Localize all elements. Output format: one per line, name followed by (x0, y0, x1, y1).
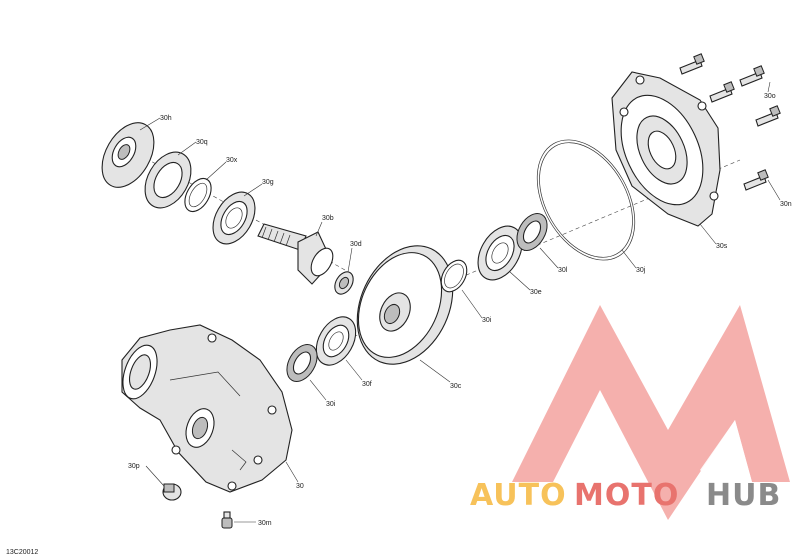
part-30q-ring (144, 151, 192, 209)
automotohub-logo-icon (512, 305, 790, 520)
label-30c: 30c (450, 383, 462, 390)
label-30f: 30f (362, 381, 372, 388)
label-30q: 30q (196, 139, 208, 146)
part-30m-fitting (221, 511, 233, 529)
part-30n-bolt (743, 169, 769, 191)
part-30j-large-oring (536, 139, 636, 261)
part-30i-seal-bottom (286, 344, 318, 382)
label-30g: 30g (262, 179, 274, 186)
label-30d: 30d (350, 241, 362, 248)
automotohub-wordmark: AUTO MOTO HUB (470, 478, 781, 513)
part-30i-oring-top (440, 259, 468, 293)
label-30b: 30b (322, 215, 334, 222)
leader-lines (139, 81, 781, 523)
part-30p-plug (162, 483, 182, 501)
wordmark-moto: MOTO (574, 478, 679, 513)
label-30p: 30p (128, 463, 140, 470)
label-30l: 30l (558, 267, 568, 274)
label-30n: 30n (780, 201, 792, 208)
part-30h-seal (101, 122, 155, 188)
part-30d-spacer (334, 271, 354, 295)
label-30s: 30s (716, 243, 728, 250)
wordmark-hub: HUB (706, 478, 781, 513)
part-30c-ring-gear (356, 245, 454, 365)
label-30: 30 (296, 483, 304, 490)
label-30e: 30e (530, 289, 542, 296)
label-30m: 30m (258, 520, 272, 527)
part-30f-bearing (315, 316, 357, 366)
diagram-id: 13C20012 (6, 549, 38, 556)
label-30o: 30o (764, 93, 776, 100)
part-30l-seal (516, 213, 548, 251)
part-30g-bearing (212, 191, 256, 245)
callout-labels: 30h 30q 30x 30g 30b 30d 30i 30e 30l 30j … (6, 93, 792, 556)
label-30i-top: 30i (482, 317, 492, 324)
wordmark-auto: AUTO (470, 478, 567, 513)
label-30j: 30j (636, 267, 646, 274)
label-30x: 30x (226, 157, 238, 164)
label-30h: 30h (160, 115, 172, 122)
part-30o-bolts (679, 53, 781, 127)
label-30i-bottom: 30i (326, 401, 336, 408)
part-30e-bearing (477, 225, 523, 281)
part-30b-pinion-shaft (257, 223, 334, 285)
part-30s-cover (611, 71, 721, 227)
part-30-housing (121, 324, 293, 493)
